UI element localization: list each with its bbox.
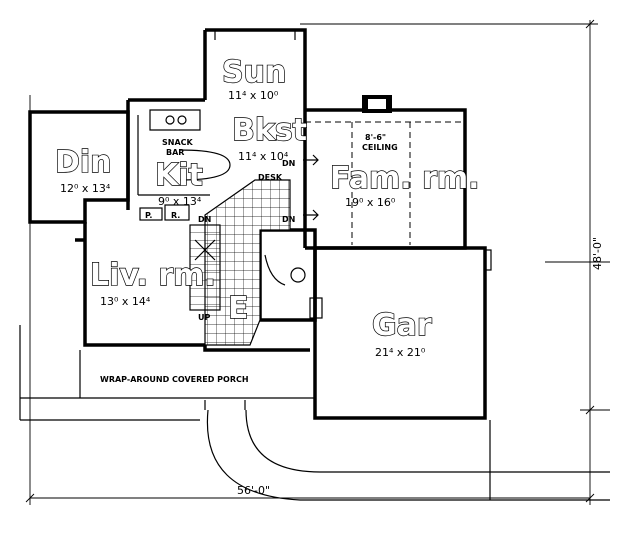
room-name-kit: Kit bbox=[155, 158, 203, 193]
label-refrigerator: R. bbox=[171, 211, 180, 220]
room-name-bkst: Bkst bbox=[232, 113, 307, 148]
label-desk: DESK bbox=[258, 173, 283, 182]
room-size-kit: 9⁰ x 13⁴ bbox=[158, 195, 202, 208]
label-pantry: P. bbox=[145, 211, 152, 220]
room-size-sun: 11⁴ x 10⁰ bbox=[228, 89, 279, 102]
label-snack: SNACK bbox=[162, 138, 194, 147]
room-name-din: Din bbox=[55, 145, 112, 180]
label-bar: BAR bbox=[166, 148, 184, 157]
label-dn-1: DN bbox=[282, 159, 295, 168]
label-up: UP bbox=[198, 313, 210, 322]
driveway bbox=[206, 409, 610, 501]
porch bbox=[19, 325, 315, 421]
room-name-entry: E bbox=[228, 291, 249, 326]
dimension-width: 56'-0" bbox=[237, 484, 270, 497]
room-size-din: 12⁰ x 13⁴ bbox=[60, 182, 111, 195]
label-ceiling-height: 8'-6" bbox=[365, 133, 386, 142]
room-name-sun: Sun bbox=[222, 55, 286, 90]
label-dn-2: DN bbox=[282, 215, 295, 224]
room-name-gar: Gar bbox=[372, 308, 432, 343]
label-dn-3: DN bbox=[198, 215, 211, 224]
room-name-liv: Liv. rm. bbox=[90, 258, 216, 293]
room-name-fam: Fam. rm. bbox=[330, 161, 480, 196]
room-size-fam: 19⁰ x 16⁰ bbox=[345, 196, 396, 209]
room-size-bkst: 11⁴ x 10⁴ bbox=[238, 150, 289, 163]
label-porch: WRAP-AROUND COVERED PORCH bbox=[100, 375, 249, 384]
room-size-gar: 21⁴ x 21⁰ bbox=[375, 346, 426, 359]
room-size-liv: 13⁰ x 14⁴ bbox=[100, 295, 151, 308]
label-ceiling: CEILING bbox=[362, 143, 398, 152]
interior-features bbox=[137, 30, 492, 346]
dimension-depth: 48'-0" bbox=[591, 237, 604, 270]
